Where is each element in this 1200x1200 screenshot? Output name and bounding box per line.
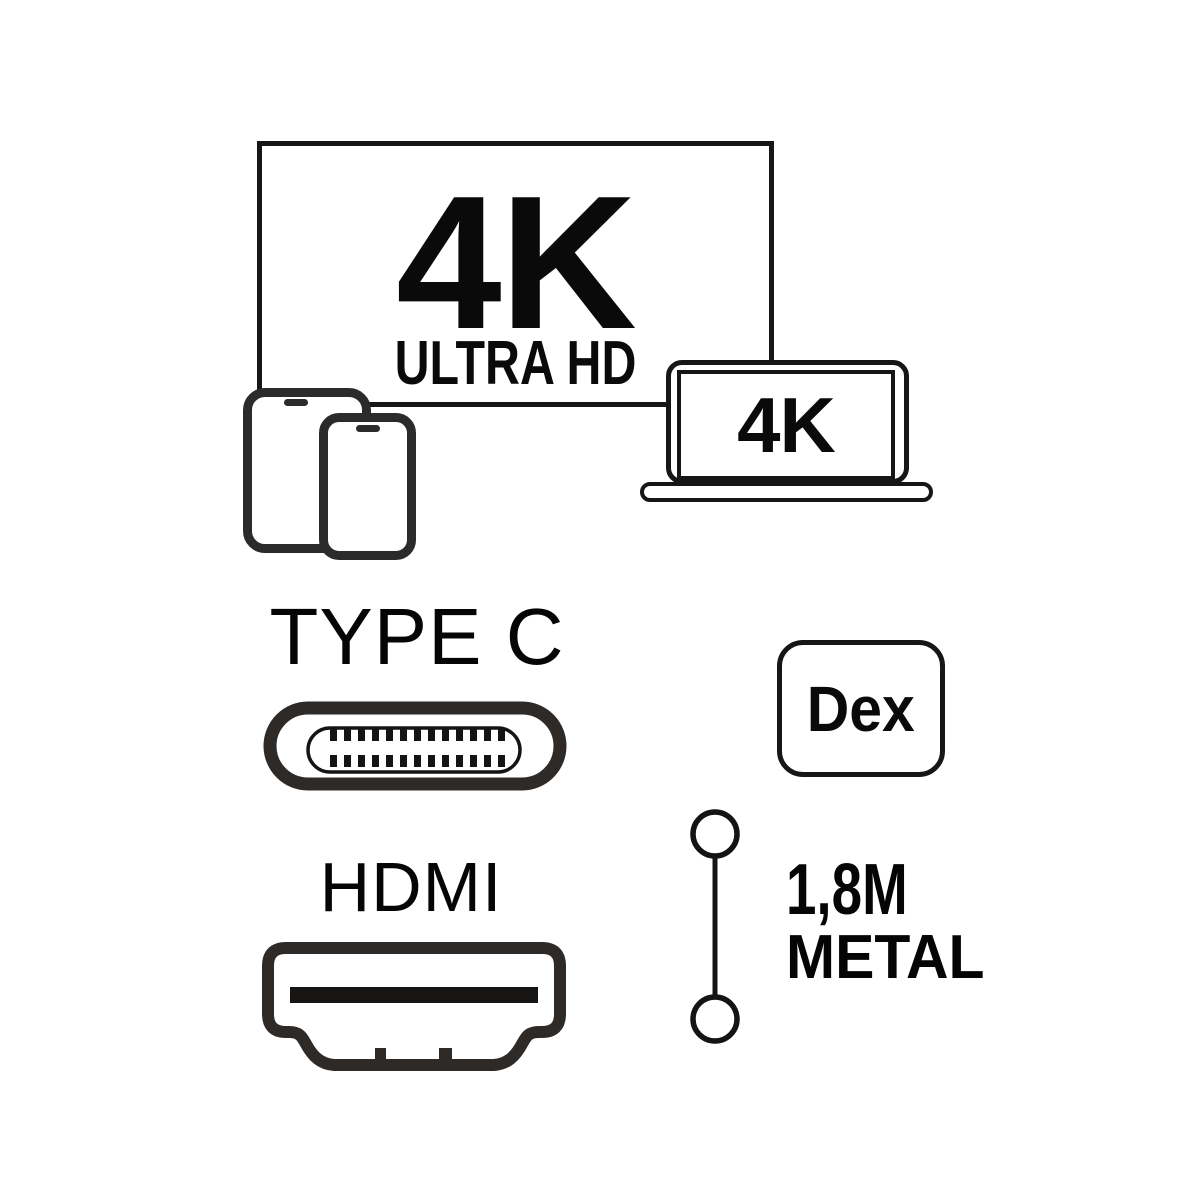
laptop-base — [640, 482, 933, 502]
laptop-4k-label: 4K — [737, 381, 836, 469]
hdmi-connector-icon — [262, 942, 566, 1071]
tablet-speaker-bar — [284, 399, 308, 406]
cable-length-icon — [690, 809, 740, 1044]
laptop-screen: 4K — [677, 370, 895, 480]
hdmi-outline — [262, 942, 566, 1071]
smartphone-icon — [319, 413, 416, 560]
dex-label: Dex — [806, 672, 916, 745]
cable-material-label: METAL — [786, 923, 985, 992]
dex-badge: Dex — [777, 640, 945, 777]
monitor-ultrahd-label: ULTRA HD — [394, 329, 637, 398]
cable-length-label: 1,8M — [786, 850, 908, 930]
hdmi-pin-slot — [290, 987, 538, 1003]
cable-end-bottom — [690, 994, 740, 1044]
type-c-title: TYPE C — [269, 592, 565, 681]
usb-c-connector-icon — [263, 701, 567, 791]
hdmi-title: HDMI — [319, 848, 503, 926]
monitor-4k-label: 4K — [396, 157, 637, 369]
cable-end-top — [690, 809, 740, 859]
tv-screen-icon: 4K ULTRA HD — [257, 141, 774, 407]
usb-c-pins — [330, 729, 505, 767]
phone-speaker-bar — [356, 425, 380, 432]
hdmi-notches — [375, 1048, 452, 1061]
